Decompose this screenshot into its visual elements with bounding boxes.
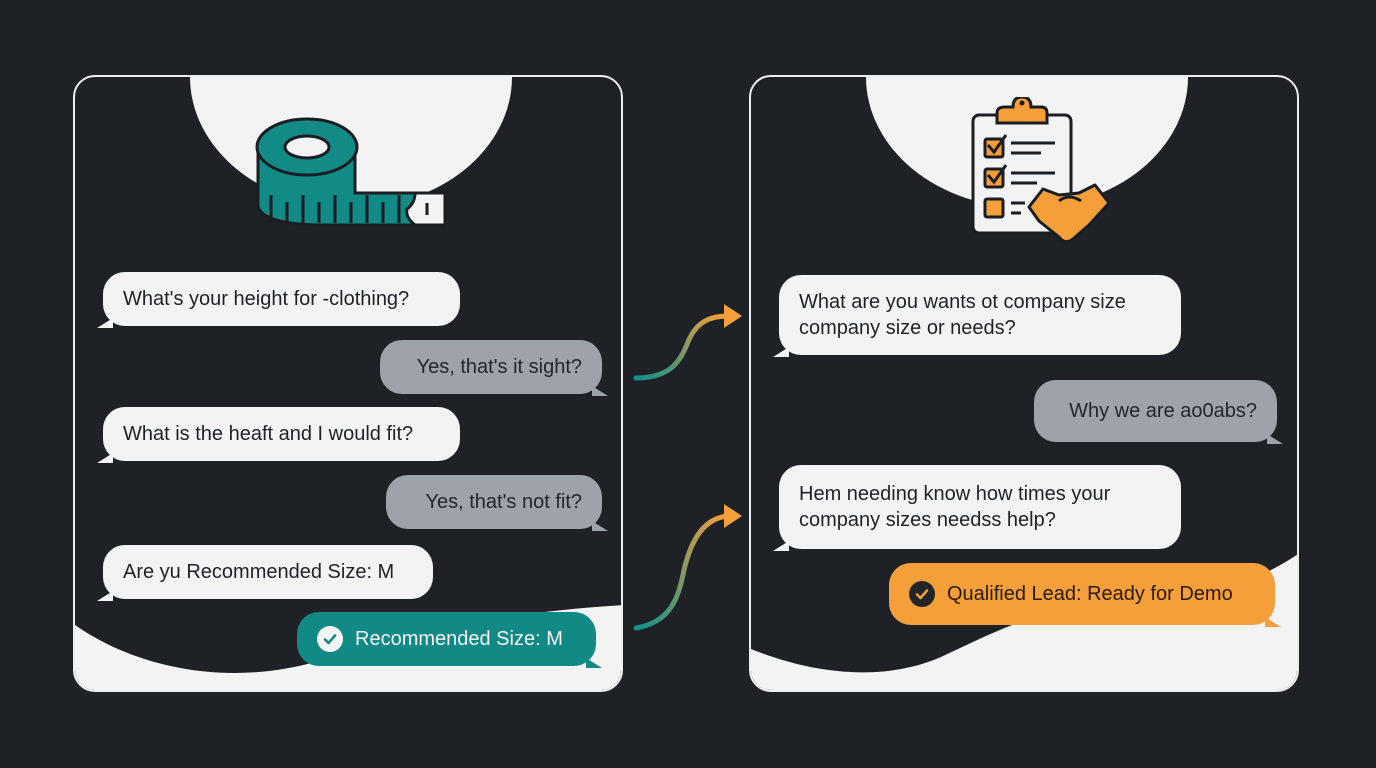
- bot-message: What are you wants ot company size compa…: [773, 275, 1181, 357]
- user-message: Why we are ao0abs?: [1034, 380, 1283, 444]
- clipboard-handshake-icon: [971, 97, 1111, 244]
- qualified-lead-result: Qualified Lead: Ready for Demo: [889, 563, 1281, 627]
- recommended-size-result: Recommended Size: M: [297, 612, 602, 668]
- check-circle-icon: [909, 581, 935, 607]
- curved-arrow-icon: [633, 304, 742, 631]
- lead-qualification-chat-panel: What are you wants ot company size compa…: [749, 75, 1299, 692]
- measuring-tape-icon: [255, 117, 447, 227]
- bot-message: What is the heaft and I would fit?: [97, 407, 460, 463]
- bot-message: What's your height for -clothing?: [97, 272, 460, 328]
- sizing-chat-panel: What's your height for -clothing? Yes, t…: [73, 75, 623, 692]
- user-message: Yes, that's it sight?: [380, 340, 608, 396]
- bot-message: Are yu Recommended Size: M: [97, 545, 433, 601]
- check-circle-icon: [317, 626, 343, 652]
- user-message: Yes, that's not fit?: [386, 475, 608, 531]
- bot-message: Hem needing know how times your company …: [773, 465, 1181, 551]
